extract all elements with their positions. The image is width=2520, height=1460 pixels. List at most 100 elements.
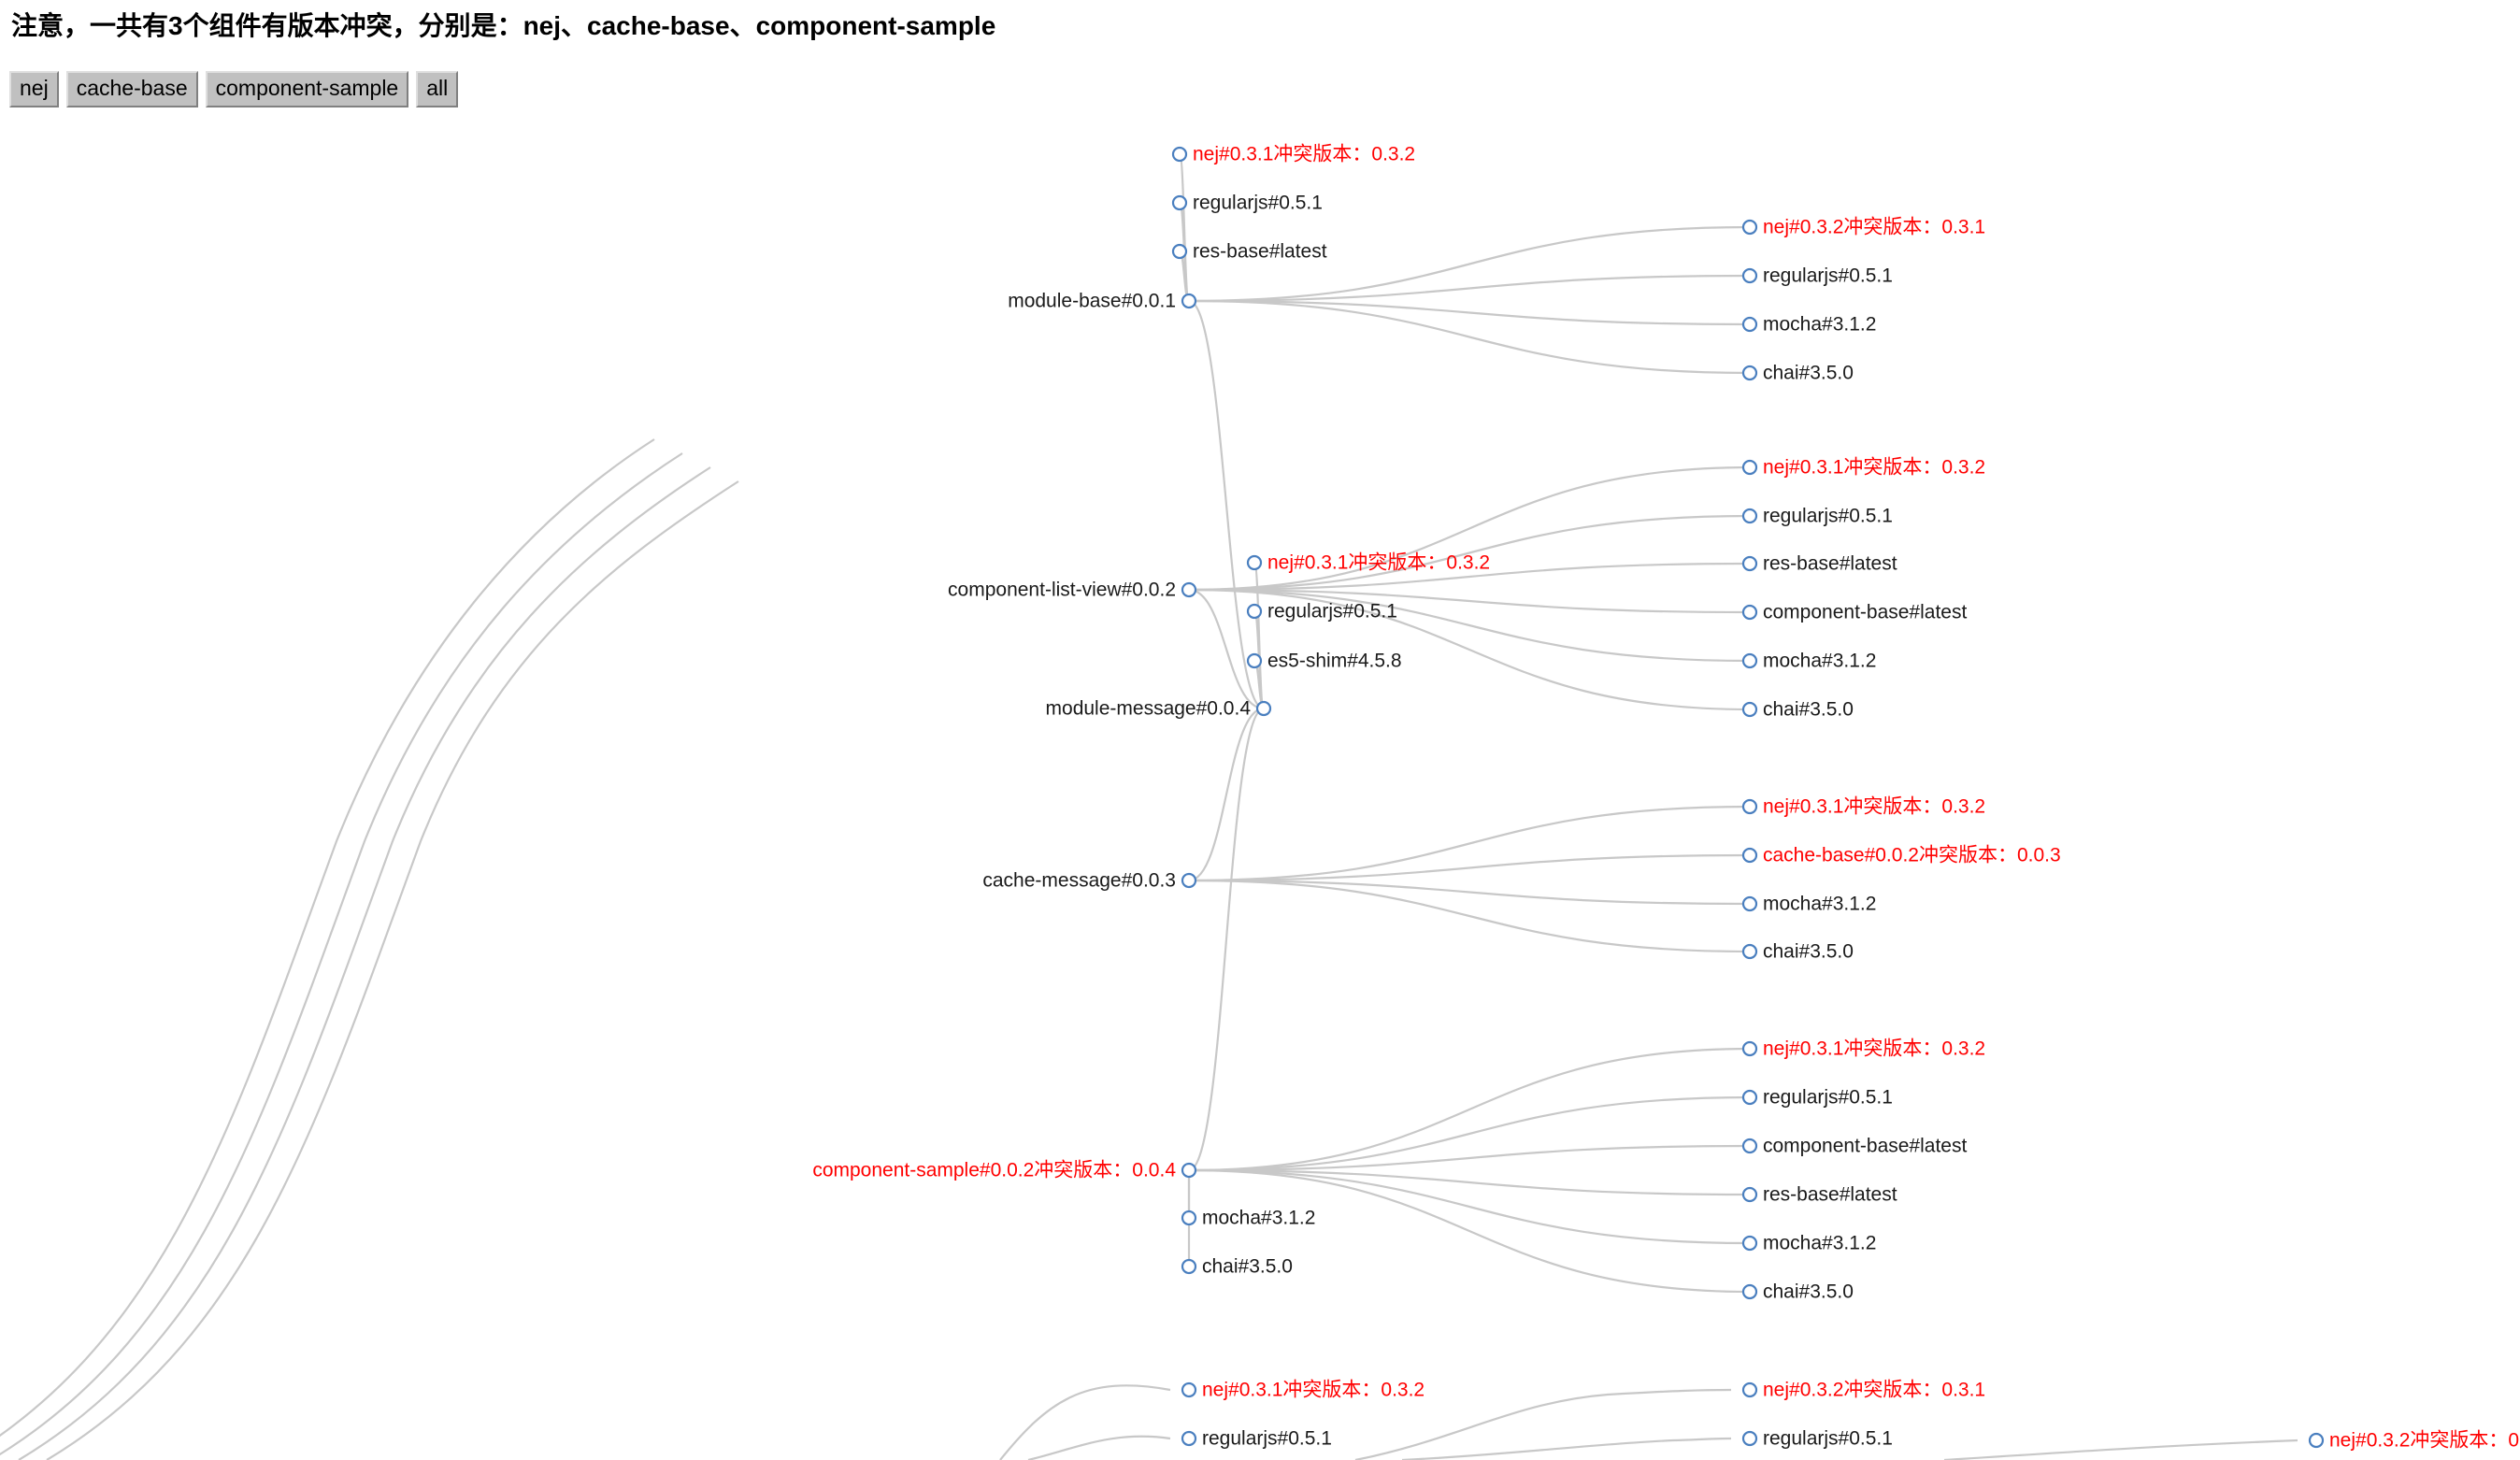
node-dot-icon[interactable] bbox=[1246, 652, 1263, 669]
node-dot-icon[interactable] bbox=[1181, 1430, 1197, 1447]
node-dot-icon[interactable] bbox=[1741, 508, 1758, 524]
node-dot-icon[interactable] bbox=[1741, 1138, 1758, 1154]
node-dot-icon[interactable] bbox=[1741, 1235, 1758, 1252]
tree-link bbox=[1188, 274, 1751, 303]
tree-node[interactable]: nej#0.3.1冲突版本：0.3.2 bbox=[1741, 1038, 1985, 1060]
tree-node[interactable]: nej#0.3.1冲突版本：0.3.2 bbox=[1181, 1380, 1425, 1401]
node-dot-icon[interactable] bbox=[1171, 243, 1188, 260]
tree-node[interactable]: chai#3.5.0 bbox=[1741, 699, 1854, 721]
tree-link-offscreen bbox=[1401, 1437, 1732, 1460]
tree-node[interactable]: chai#3.5.0 bbox=[1741, 941, 1854, 963]
tree-node[interactable]: res-base#latest bbox=[1741, 1184, 1897, 1206]
tree-link bbox=[1188, 1047, 1751, 1172]
tree-node[interactable]: regularjs#0.5.1 bbox=[1741, 1087, 1893, 1109]
node-dot-icon[interactable] bbox=[1741, 365, 1758, 381]
tree-node[interactable]: regularjs#0.5.1 bbox=[1741, 506, 1893, 527]
node-label: regularjs#0.5.1 bbox=[1202, 1428, 1332, 1450]
node-dot-icon[interactable] bbox=[1741, 1381, 1758, 1398]
filter-button-nej[interactable]: nej bbox=[9, 71, 59, 107]
tree-node[interactable]: regularjs#0.5.1 bbox=[1741, 1428, 1893, 1450]
node-dot-icon[interactable] bbox=[2308, 1432, 2325, 1449]
node-dot-icon[interactable] bbox=[1741, 219, 1758, 236]
node-dot-icon[interactable] bbox=[1741, 895, 1758, 912]
tree-node[interactable]: res-base#latest bbox=[1171, 241, 1327, 263]
tree-link bbox=[1188, 225, 1751, 303]
node-dot-icon[interactable] bbox=[1741, 798, 1758, 815]
filter-button-all[interactable]: all bbox=[416, 71, 459, 107]
tree-node[interactable]: component-list-view#0.0.2 bbox=[948, 580, 1197, 601]
tree-node[interactable]: component-base#latest bbox=[1741, 1136, 1967, 1157]
node-dot-icon[interactable] bbox=[1741, 316, 1758, 333]
tree-node[interactable]: chai#3.5.0 bbox=[1181, 1256, 1293, 1278]
tree-node[interactable]: mocha#3.1.2 bbox=[1741, 314, 1876, 336]
node-dot-icon[interactable] bbox=[1741, 701, 1758, 718]
tree-node[interactable]: component-base#latest bbox=[1741, 602, 1967, 623]
tree-node[interactable]: chai#3.5.0 bbox=[1741, 363, 1854, 384]
node-dot-icon[interactable] bbox=[1181, 1381, 1197, 1398]
node-dot-icon[interactable] bbox=[1181, 872, 1197, 889]
tree-link bbox=[1188, 1144, 1751, 1172]
tree-node[interactable]: regularjs#0.5.1 bbox=[1246, 601, 1397, 623]
node-dot-icon[interactable] bbox=[1171, 194, 1188, 211]
tree-node[interactable]: nej#0.3.1冲突版本：0.3.2 bbox=[1171, 144, 1415, 165]
tree-link-offscreen bbox=[1027, 1435, 1171, 1460]
tree-node[interactable]: res-base#latest bbox=[1741, 553, 1897, 575]
node-dot-icon[interactable] bbox=[1741, 267, 1758, 284]
tree-node[interactable]: mocha#3.1.2 bbox=[1741, 894, 1876, 915]
node-dot-icon[interactable] bbox=[1741, 1186, 1758, 1203]
node-dot-icon[interactable] bbox=[1741, 1040, 1758, 1057]
tree-node[interactable]: nej#0.3.2冲突版本：0.3.1 bbox=[1741, 1380, 1985, 1401]
node-label: regularjs#0.5.1 bbox=[1763, 265, 1893, 287]
node-dot-icon[interactable] bbox=[1171, 146, 1188, 163]
node-label: regularjs#0.5.1 bbox=[1193, 193, 1323, 214]
node-dot-icon[interactable] bbox=[1741, 459, 1758, 476]
tree-node[interactable]: nej#0.3.1冲突版本：0.3.2 bbox=[1741, 457, 1985, 479]
filter-button-component-sample[interactable]: component-sample bbox=[205, 71, 409, 107]
node-dot-icon[interactable] bbox=[1741, 943, 1758, 960]
tree-node[interactable]: nej#0.3.1冲突版本：0.3.2 bbox=[1246, 552, 1490, 574]
tree-link bbox=[1188, 588, 1265, 710]
filter-button-cache-base[interactable]: cache-base bbox=[65, 71, 198, 107]
node-label: chai#3.5.0 bbox=[1763, 699, 1854, 721]
tree-link-offscreen bbox=[999, 1384, 1171, 1460]
tree-nodes-layer: module-base#0.0.1 nej#0.3.1冲突版本：0.3.2 regu… bbox=[812, 144, 2520, 1452]
tree-node[interactable]: regularjs#0.5.1 bbox=[1171, 193, 1323, 214]
tree-link bbox=[1188, 1168, 1751, 1294]
node-dot-icon[interactable] bbox=[1741, 1283, 1758, 1300]
tree-node[interactable]: regularjs#0.5.1 bbox=[1741, 265, 1893, 287]
tree-node[interactable]: module-base#0.0.1 bbox=[1008, 291, 1197, 312]
tree-node[interactable]: mocha#3.1.2 bbox=[1741, 651, 1876, 672]
tree-node[interactable]: component-sample#0.0.2冲突版本：0.0.4 bbox=[812, 1160, 1197, 1181]
node-dot-icon[interactable] bbox=[1181, 1258, 1197, 1275]
tree-node[interactable]: chai#3.5.0 bbox=[1741, 1281, 1854, 1303]
node-dot-icon[interactable] bbox=[1741, 1430, 1758, 1447]
node-dot-icon[interactable] bbox=[1255, 700, 1272, 717]
tree-node[interactable]: mocha#3.1.2 bbox=[1741, 1233, 1876, 1254]
node-label-conflict: nej#0.3.1冲突版本：0.3.2 bbox=[1763, 796, 1985, 818]
node-dot-icon[interactable] bbox=[1181, 1162, 1197, 1179]
node-dot-icon[interactable] bbox=[1181, 293, 1197, 309]
tree-node[interactable]: mocha#3.1.2 bbox=[1181, 1208, 1315, 1229]
node-dot-icon[interactable] bbox=[1741, 604, 1758, 621]
tree-node[interactable]: regularjs#0.5.1 bbox=[1181, 1428, 1332, 1450]
node-dot-icon[interactable] bbox=[1741, 847, 1758, 864]
tree-link bbox=[1188, 299, 1751, 326]
tree-node[interactable]: nej#0.3.2冲突版本：0.3.1 bbox=[1741, 217, 1985, 238]
tree-node[interactable]: cache-message#0.0.3 bbox=[982, 870, 1197, 892]
tree-node[interactable]: nej#0.3.1冲突版本：0.3.2 bbox=[1741, 796, 1985, 818]
tree-link-offscreen bbox=[1354, 1388, 1732, 1460]
node-dot-icon[interactable] bbox=[1741, 652, 1758, 669]
tree-node[interactable]: es5-shim#4.5.8 bbox=[1246, 651, 1402, 672]
tree-node[interactable]: cache-base#0.0.2冲突版本：0.0.3 bbox=[1741, 845, 2061, 866]
tree-link bbox=[1188, 588, 1751, 614]
node-label: es5-shim#4.5.8 bbox=[1267, 651, 1402, 672]
node-dot-icon[interactable] bbox=[1246, 554, 1263, 571]
tree-node[interactable]: nej#0.3.2冲突版本：0.3.1 bbox=[2308, 1430, 2520, 1452]
tree-node[interactable]: module-message#0.0.4 bbox=[1046, 698, 1272, 720]
node-dot-icon[interactable] bbox=[1181, 1210, 1197, 1226]
node-dot-icon[interactable] bbox=[1246, 603, 1263, 620]
node-dot-icon[interactable] bbox=[1741, 555, 1758, 572]
node-dot-icon[interactable] bbox=[1181, 581, 1197, 598]
node-dot-icon[interactable] bbox=[1741, 1089, 1758, 1106]
